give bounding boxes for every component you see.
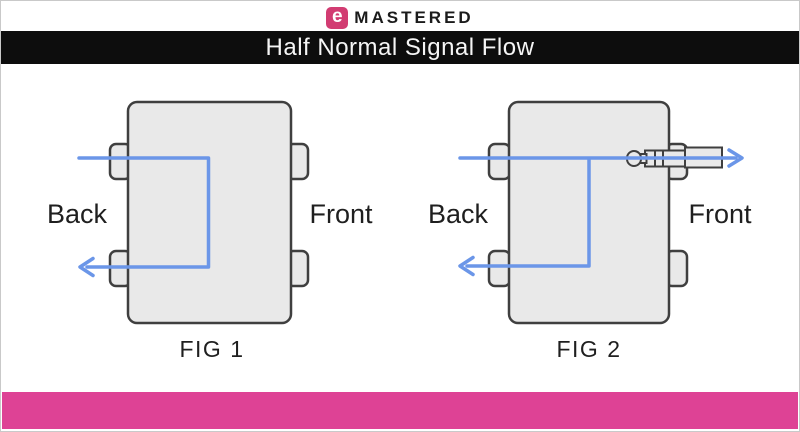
fig2-back-label: Back: [428, 199, 489, 229]
page-title: Half Normal Signal Flow: [265, 33, 535, 61]
logo-wordmark: MASTERED: [354, 7, 474, 27]
title-bar: Half Normal Signal Flow: [1, 31, 799, 64]
footer-accent-bar: [2, 392, 798, 429]
fig2-arrowhead-left: [458, 255, 475, 277]
emastered-logo: e MASTERED: [1, 5, 799, 30]
fig2-caption: FIG 2: [556, 336, 621, 362]
fig2-jack-back-top: [487, 142, 512, 181]
logo-letter: e: [332, 6, 343, 27]
fig1-back-label: Back: [47, 199, 108, 229]
fig1-caption: FIG 1: [179, 336, 244, 362]
emastered-logo-icon: e: [326, 6, 349, 29]
fig2-signal-path-split: [465, 157, 591, 268]
fig2-front-label: Front: [688, 199, 752, 229]
fig2-jack-back-bottom: [487, 249, 512, 288]
fig1-arrowhead-left: [78, 256, 95, 278]
fig2-arrowhead-right: [727, 148, 744, 168]
fig2-group: Back Front FIG 2: [428, 100, 752, 362]
fig1-group: Back Front FIG 1: [47, 100, 373, 362]
fig1-signal-path: [77, 156, 211, 269]
signal-flow-diagram: Back Front FIG 1: [47, 100, 752, 362]
fig1-front-label: Front: [309, 199, 373, 229]
